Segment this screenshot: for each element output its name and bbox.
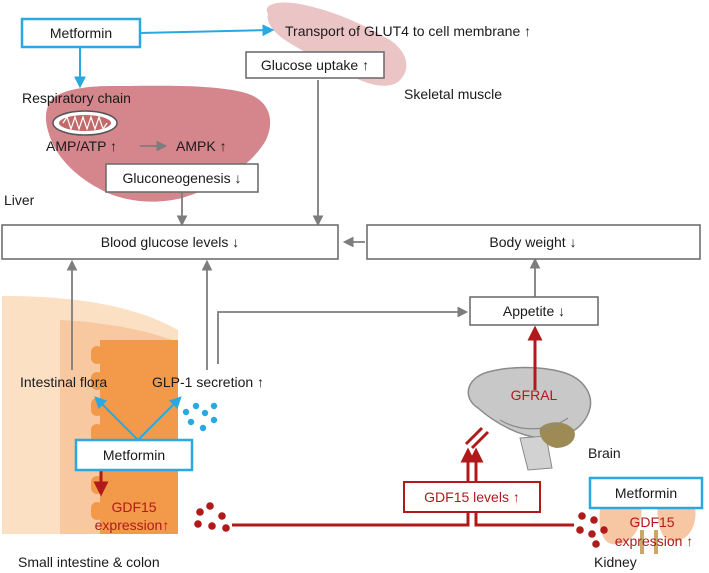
gluconeogenesis-box [105,163,259,193]
body-weight-label: Body weight ↓ [489,234,576,250]
glucose-uptake-box [245,51,385,79]
glp1-secretion-label: GLP-1 secretion ↑ [152,374,264,390]
intestine-organ [2,296,178,534]
metformin-intestine-label: Metformin [103,447,165,463]
arrow-metformin-to-glut4 [139,24,275,37]
metformin-kidney-label: Metformin [615,485,677,501]
gdf15-expression-kidney-line2: expression ↑ [615,533,694,549]
glucose-uptake-label: Glucose uptake ↑ [261,57,369,73]
gluconeogenesis-label: Gluconeogenesis ↓ [122,170,241,186]
glut4-transport-label: Transport of GLUT4 to cell membrane ↑ [285,23,531,39]
metformin-box-intestine [74,438,194,472]
metformin-top-label: Metformin [50,25,112,41]
gdf15-particles-kidney [576,512,608,548]
respiratory-chain-label: Respiratory chain [22,90,131,106]
brain-organ [467,366,592,471]
blood-glucose-label: Blood glucose levels ↓ [101,234,240,250]
gdf15-expression-kidney-line1: GDF15 [629,514,674,530]
appetite-box [469,296,599,326]
kidney-label: Kidney [594,554,637,570]
skeletal-muscle-label: Skeletal muscle [404,86,502,102]
ampk-label: AMPK ↑ [176,138,227,154]
gdf15-expression-intestine-line2: expression↑ [95,517,170,533]
gfral-label: GFRAL [511,387,558,403]
metformin-box-kidney [588,476,704,510]
body-weight-box [366,224,701,260]
metformin-box-top [20,17,142,49]
gdf15-levels-label: GDF15 levels ↑ [424,489,520,505]
brain-label: Brain [588,445,621,461]
arrow-metformin-to-glp1 [137,396,182,441]
receptor-binding-mark [464,426,490,450]
gdf15-particles-intestine [194,502,230,532]
glp1-particles [182,402,218,432]
arrow-metformin-to-flora [94,396,139,441]
gdf15-expression-intestine-line1: GDF15 [111,499,156,515]
liver-label: Liver [4,192,35,208]
small-intestine-colon-label: Small intestine & colon [18,554,160,570]
blood-glucose-box [1,224,339,260]
amp-atp-label: AMP/ATP ↑ [46,138,117,154]
gdf15-levels-box [403,481,541,513]
mitochondrion-icon [52,110,118,136]
intestinal-flora-label: Intestinal flora [20,374,107,390]
appetite-label: Appetite ↓ [503,303,565,319]
arrow-glp1-to-appetite [217,306,469,364]
